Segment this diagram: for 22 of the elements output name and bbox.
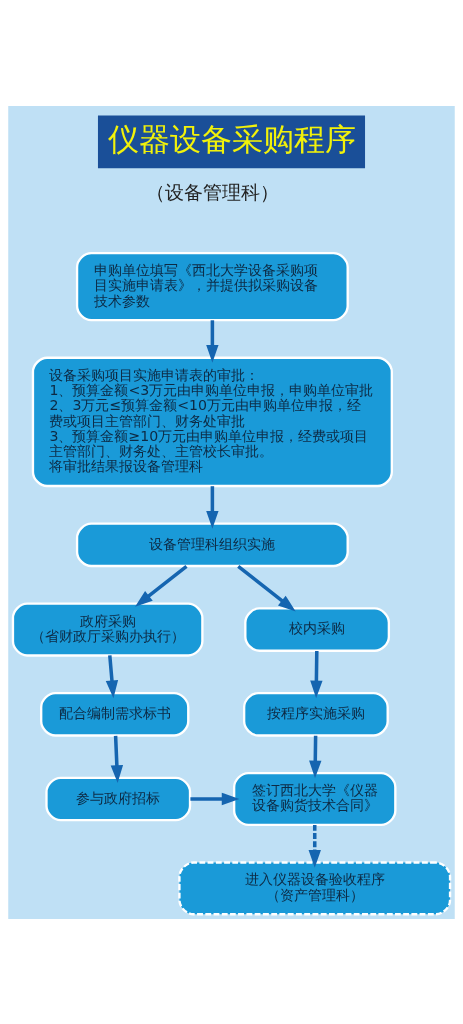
- arrow: [206, 319, 219, 363]
- node-box: 参与政府招标: [45, 776, 192, 821]
- node-box: 设备管理科组织实施: [75, 522, 349, 567]
- node-box: 进入仪器设备验收程序 （资产管理科）: [178, 860, 452, 915]
- arrow: [206, 485, 219, 529]
- arrow: [105, 654, 119, 698]
- arrow: [309, 735, 322, 778]
- arrow: [237, 564, 296, 612]
- node-box: 校内采购: [244, 606, 391, 652]
- node-box: 配合编制需求标书: [40, 691, 190, 737]
- arrow: [308, 824, 321, 868]
- diagram-title: 仪器设备采购程序: [107, 121, 356, 157]
- node-box: 申购单位填写《西北大学设备采购项目实施申请表》，并提供拟采购设备技术参数: [75, 251, 349, 321]
- arrow: [110, 735, 124, 783]
- arrow: [190, 792, 240, 805]
- node-box: 设备采购项目实施申请表的审批： 1、预算金额<3万元由申购单位申报，申购单位审批 2、3万元≤预算金额<10万元由申购单位申报，经费或项目主管部门、财务处审批 3、预算金额≥10万元由申购单位申报，经费或项目主管部门、财务处、主管校长审批。 将审批结果报设备管理科: [31, 356, 393, 487]
- arrow: [135, 564, 188, 607]
- label: （设备管理科）: [145, 181, 279, 203]
- node-box: 政府采购 （省财政厅采购办执行）: [11, 602, 204, 657]
- node-box: 签订西北大学《仪器设备购货技术合同》: [232, 771, 397, 826]
- arrow: [310, 650, 323, 698]
- node-box: 按程序实施采购: [242, 691, 389, 737]
